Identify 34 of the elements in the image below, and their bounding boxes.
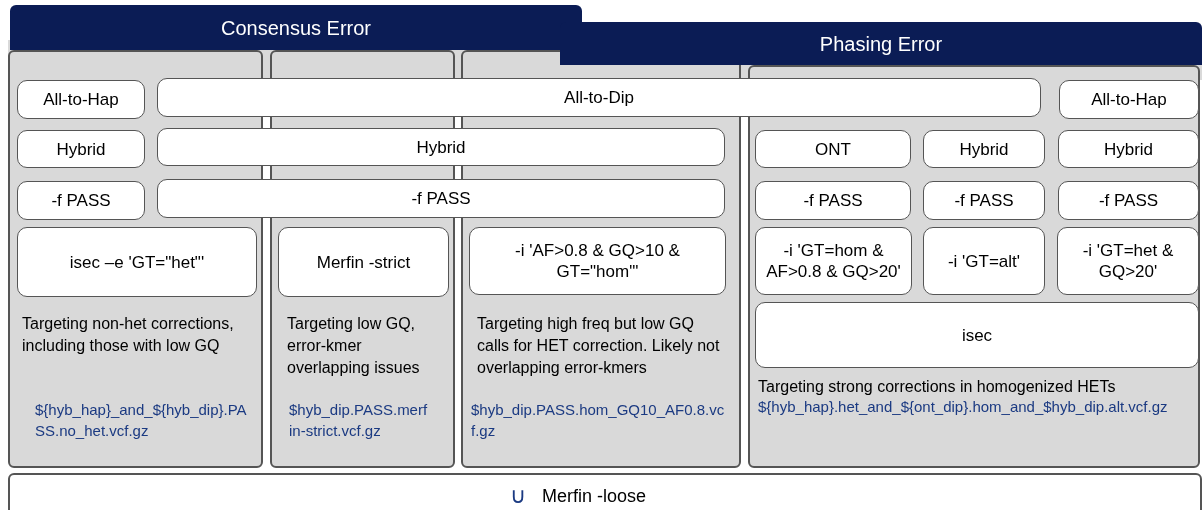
section-header-bar: Phasing Error bbox=[560, 22, 1202, 65]
step-box: -f PASS bbox=[755, 181, 911, 220]
file-name: $hyb_dip.PASS.hom_GQ10_AF0.8.vcf.gz bbox=[471, 400, 726, 441]
step-box: All-to-Hap bbox=[1059, 80, 1199, 119]
step-box: Hybrid bbox=[157, 128, 725, 166]
union-symbol: ∪ bbox=[510, 483, 526, 509]
file-name: ${hyb_hap}_and_${hyb_dip}.PASS.no_het.vcf.gz bbox=[35, 400, 248, 441]
step-box: -f PASS bbox=[1058, 181, 1199, 220]
description-text: Targeting low GQ, error-kmer overlapping issues bbox=[287, 314, 421, 378]
step-box: isec –e 'GT="het"' bbox=[17, 227, 257, 297]
step-box: -f PASS bbox=[157, 179, 725, 218]
step-box: All-to-Dip bbox=[157, 78, 1041, 117]
column-panel bbox=[748, 65, 1200, 468]
step-box: Hybrid bbox=[17, 130, 145, 168]
step-box: Merfin -strict bbox=[278, 227, 449, 297]
step-box: All-to-Hap bbox=[17, 80, 145, 119]
file-name: ${hyb_hap}.het_and_${ont_dip}.hom_and_$hyb_dip.alt.vcf.gz bbox=[758, 397, 1169, 417]
step-box: -i 'GT=alt' bbox=[923, 227, 1045, 295]
step-box: -i 'GT=hom & AF>0.8 & GQ>20' bbox=[755, 227, 912, 295]
step-box: -f PASS bbox=[17, 181, 145, 220]
step-label: Merfin -loose bbox=[542, 485, 647, 508]
step-box: Hybrid bbox=[1058, 130, 1199, 168]
step-box: isec bbox=[755, 302, 1199, 368]
description-text: Targeting strong corrections in homogenized HETs bbox=[758, 377, 1117, 397]
step-box: -f PASS bbox=[923, 181, 1045, 220]
file-name: $hyb_dip.PASS.merfin-strict.vcf.gz bbox=[289, 400, 429, 441]
step-box: ONT bbox=[755, 130, 911, 168]
description-text: Targeting high freq but low GQ calls for HET correction. Likely not overlapping error-kmers bbox=[477, 314, 721, 378]
merge-box bbox=[8, 473, 1202, 510]
description-text: Targeting non-het corrections, including those with low GQ bbox=[22, 314, 235, 356]
section-header-bar: Consensus Error bbox=[10, 5, 582, 50]
step-box: Hybrid bbox=[923, 130, 1045, 168]
step-box: -i 'GT=het & GQ>20' bbox=[1057, 227, 1199, 295]
step-box: -i 'AF>0.8 & GQ>10 & GT="hom"' bbox=[469, 227, 726, 295]
